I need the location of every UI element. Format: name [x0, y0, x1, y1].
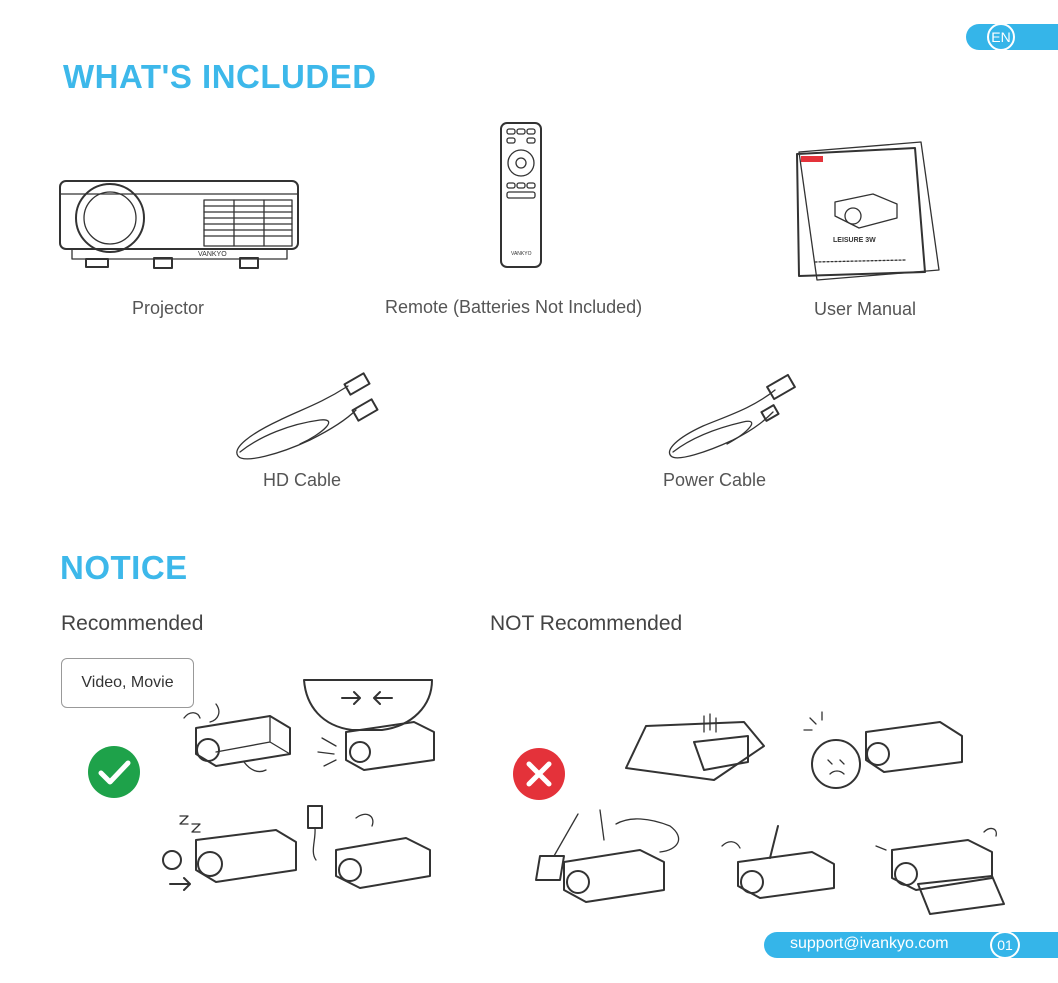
cross-icon [512, 747, 566, 801]
projector-brand: VANKYO [198, 251, 227, 258]
scene-projector-face-icon [800, 706, 970, 806]
recommended-label: Recommended [61, 612, 203, 636]
power-cable-icon [663, 374, 808, 464]
item-label-power-cable: Power Cable [663, 470, 766, 491]
scene-projector-pierced-icon [716, 822, 846, 912]
remote-brand: VANKYO [511, 251, 532, 257]
not-recommended-label: NOT Recommended [490, 612, 682, 636]
scene-projector-happy-icon [180, 700, 295, 780]
scene-projector-sleep-icon [160, 810, 300, 895]
use-tag: Video, Movie [61, 658, 194, 708]
scene-projector-vent-icon [302, 676, 442, 776]
remote-icon: VANKYO [499, 121, 543, 269]
scene-projector-plug-icon [296, 800, 436, 900]
support-email-link[interactable]: support@ivankyo.com [790, 935, 949, 953]
manual-title: LEISURE 3W [833, 237, 876, 244]
item-label-projector: Projector [132, 298, 204, 319]
check-icon [87, 745, 141, 799]
language-badge[interactable]: EN [966, 24, 1058, 50]
included-title: WHAT'S INCLUDED [63, 58, 377, 96]
scene-projector-covered-icon [624, 706, 769, 786]
manual-icon: LEISURE 3W [795, 140, 941, 280]
footer-bar: support@ivankyo.com 01 [764, 932, 1058, 958]
item-label-manual: User Manual [814, 299, 916, 320]
page-number: 01 [990, 931, 1020, 959]
hd-cable-icon [230, 374, 385, 464]
scene-projector-dust-icon [520, 810, 690, 910]
scene-projector-heavy-icon [872, 822, 1012, 917]
item-label-hd-cable: HD Cable [263, 470, 341, 491]
language-code: EN [987, 23, 1015, 51]
item-label-remote: Remote (Batteries Not Included) [385, 297, 642, 318]
notice-title: NOTICE [60, 549, 188, 587]
projector-icon: VANKYO [58, 178, 300, 273]
